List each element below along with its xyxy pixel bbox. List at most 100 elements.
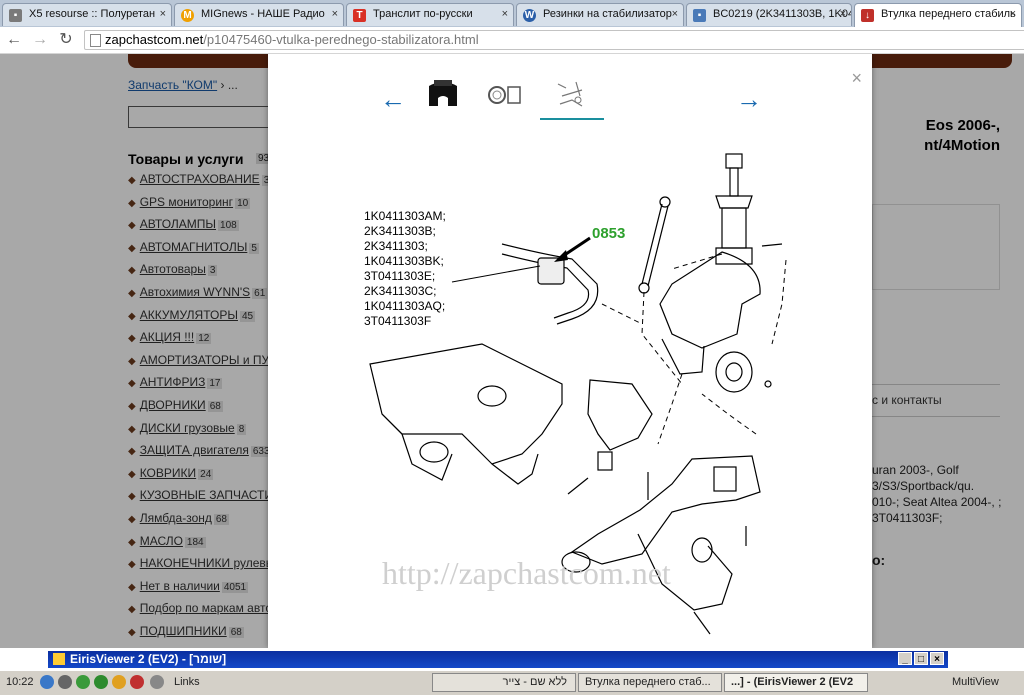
category-link[interactable]: НАКОНЕЧНИКИ рулевы	[139, 556, 275, 571]
category-item[interactable]: ◆НАКОНЕЧНИКИ рулевы	[128, 556, 278, 579]
tab-close-icon[interactable]: ×	[839, 8, 846, 20]
category-link[interactable]: АВТОСТРАХОВАНИЕ	[139, 172, 260, 186]
category-item[interactable]: ◆КУЗОВНЫЕ ЗАПЧАСТИ	[128, 488, 278, 511]
tray-icon[interactable]	[150, 675, 164, 689]
thumbnail-bushing-drawing[interactable]	[486, 76, 524, 114]
category-link[interactable]: Автохимия WYNN'S	[139, 284, 251, 299]
ie-icon[interactable]	[40, 675, 54, 689]
taskbar-item-browser[interactable]: Втулка переднего стаб...	[578, 673, 722, 692]
close-icon[interactable]: ×	[930, 652, 944, 665]
category-link[interactable]: АВТОМАГНИТОЛЫ	[139, 239, 248, 254]
bullet-icon: ◆	[128, 491, 136, 503]
category-link[interactable]: ДИСКИ грузовые	[139, 420, 235, 435]
breadcrumb-link[interactable]: Запчасть "КОМ"	[128, 78, 218, 92]
category-link[interactable]: Автотовары	[139, 262, 206, 277]
category-count: 12	[196, 333, 212, 345]
goods-count-badge: 93	[256, 153, 272, 164]
taskbar-item-eiris[interactable]: ...] - (EirisViewer 2 (EV2	[724, 673, 868, 692]
close-icon[interactable]: ×	[851, 68, 862, 88]
category-link[interactable]: АКЦИЯ !!!	[139, 330, 195, 345]
bullet-icon: ◆	[128, 355, 136, 367]
links-toolbar[interactable]: Links	[174, 676, 200, 688]
back-arrow-icon[interactable]: ←	[6, 31, 22, 48]
maximize-icon[interactable]: □	[914, 652, 928, 665]
tab-2[interactable]: M MIGnews - НАШЕ Радио ×	[174, 3, 344, 26]
category-link[interactable]: АМОРТИЗАТОРЫ и ПУ	[139, 352, 270, 367]
category-link[interactable]: АВТОЛАМПЫ	[139, 217, 217, 232]
minimize-icon[interactable]: _	[898, 652, 912, 665]
category-link[interactable]: Нет в наличии	[139, 578, 220, 593]
contacts-link[interactable]: с и контакты	[872, 393, 942, 407]
tray-icon[interactable]	[130, 675, 144, 689]
thumbnail-suspension-diagram[interactable]	[552, 76, 590, 114]
web-page: Запчасть "КОМ" › ... Товары и услуги 93 …	[0, 54, 1024, 648]
tab-3[interactable]: T Транслит по-русски ×	[346, 3, 514, 26]
category-count: 10	[235, 197, 251, 209]
category-link[interactable]: Лямбда-зонд	[139, 510, 212, 525]
window-title: EirisViewer 2 (EV2) - [שומר]	[70, 652, 227, 666]
category-item[interactable]: ◆АМОРТИЗАТОРЫ и ПУ	[128, 353, 278, 376]
tab-close-icon[interactable]: ×	[671, 8, 678, 20]
tab-6-active[interactable]: ↓ Втулка переднего стабиль ×	[854, 3, 1022, 27]
tab-5[interactable]: ▪ BC0219 (2K3411303B, 1K04 ×	[686, 3, 852, 26]
category-link[interactable]: GPS мониторинг	[139, 194, 234, 209]
reload-icon[interactable]: ↻	[59, 31, 73, 48]
app-icon	[53, 653, 65, 665]
tab-close-icon[interactable]: ×	[501, 8, 508, 20]
category-link[interactable]: Подбор по маркам авто	[139, 601, 272, 616]
divider	[872, 416, 1000, 417]
active-thumbnail-indicator	[540, 118, 604, 120]
tab-1[interactable]: ▪ X5 resourse :: Полуретан ×	[2, 3, 172, 26]
category-link[interactable]: ДВОРНИКИ	[139, 397, 206, 412]
category-link[interactable]: АККУМУЛЯТОРЫ	[139, 307, 238, 322]
tab-close-icon[interactable]: ×	[159, 8, 166, 20]
task-label: ...] - (EirisViewer 2 (EV2	[731, 676, 854, 688]
category-link[interactable]: МАСЛО	[139, 533, 183, 548]
tab-close-icon[interactable]: ×	[331, 8, 338, 20]
category-count: 4051	[221, 581, 249, 593]
part-number: 2K3411303;	[364, 239, 428, 253]
category-count: 8	[236, 423, 247, 435]
category-link[interactable]: ПОДШИПНИКИ	[139, 623, 227, 638]
category-item[interactable]: ◆Подбор по маркам авто	[128, 601, 278, 624]
prev-image-arrow[interactable]: ←	[380, 84, 406, 114]
thumbnail-bushing-photo[interactable]	[424, 76, 462, 114]
tray-icon[interactable]	[76, 675, 90, 689]
address-bar[interactable]: zapchastcom.net/p10475460-vtulka-peredne…	[84, 30, 1024, 50]
category-link[interactable]: ЗАЩИТА двигателя	[139, 443, 249, 458]
tray-icon[interactable]	[112, 675, 126, 689]
multiview-label[interactable]: MultiView	[952, 676, 999, 688]
bullet-icon: ◆	[128, 446, 136, 458]
category-item[interactable]: ◆АКЦИЯ !!!12	[128, 330, 278, 353]
tray-icon[interactable]	[94, 675, 108, 689]
taskbar-item-paint[interactable]: ללא שם - צייר	[432, 673, 576, 692]
category-link[interactable]: АНТИФРИЗ	[139, 375, 206, 390]
tab-close-icon[interactable]: ×	[1009, 8, 1016, 20]
forward-arrow-icon[interactable]: →	[32, 31, 48, 48]
category-link[interactable]: КУЗОВНЫЕ ЗАПЧАСТИ	[139, 488, 273, 503]
next-image-arrow[interactable]: →	[736, 84, 762, 114]
category-count: 633	[250, 446, 272, 458]
tray-icon[interactable]	[58, 675, 72, 689]
tab-title: X5 resourse :: Полуретан	[29, 8, 156, 20]
tab-title: BC0219 (2K3411303B, 1K04	[713, 8, 852, 20]
category-link[interactable]: КОВРИКИ	[139, 465, 197, 480]
tab-4[interactable]: W Резинки на стабилизатор ×	[516, 3, 684, 26]
eiris-window-titlebar[interactable]: EirisViewer 2 (EV2) - [שומר] _ □ ×	[48, 651, 948, 668]
